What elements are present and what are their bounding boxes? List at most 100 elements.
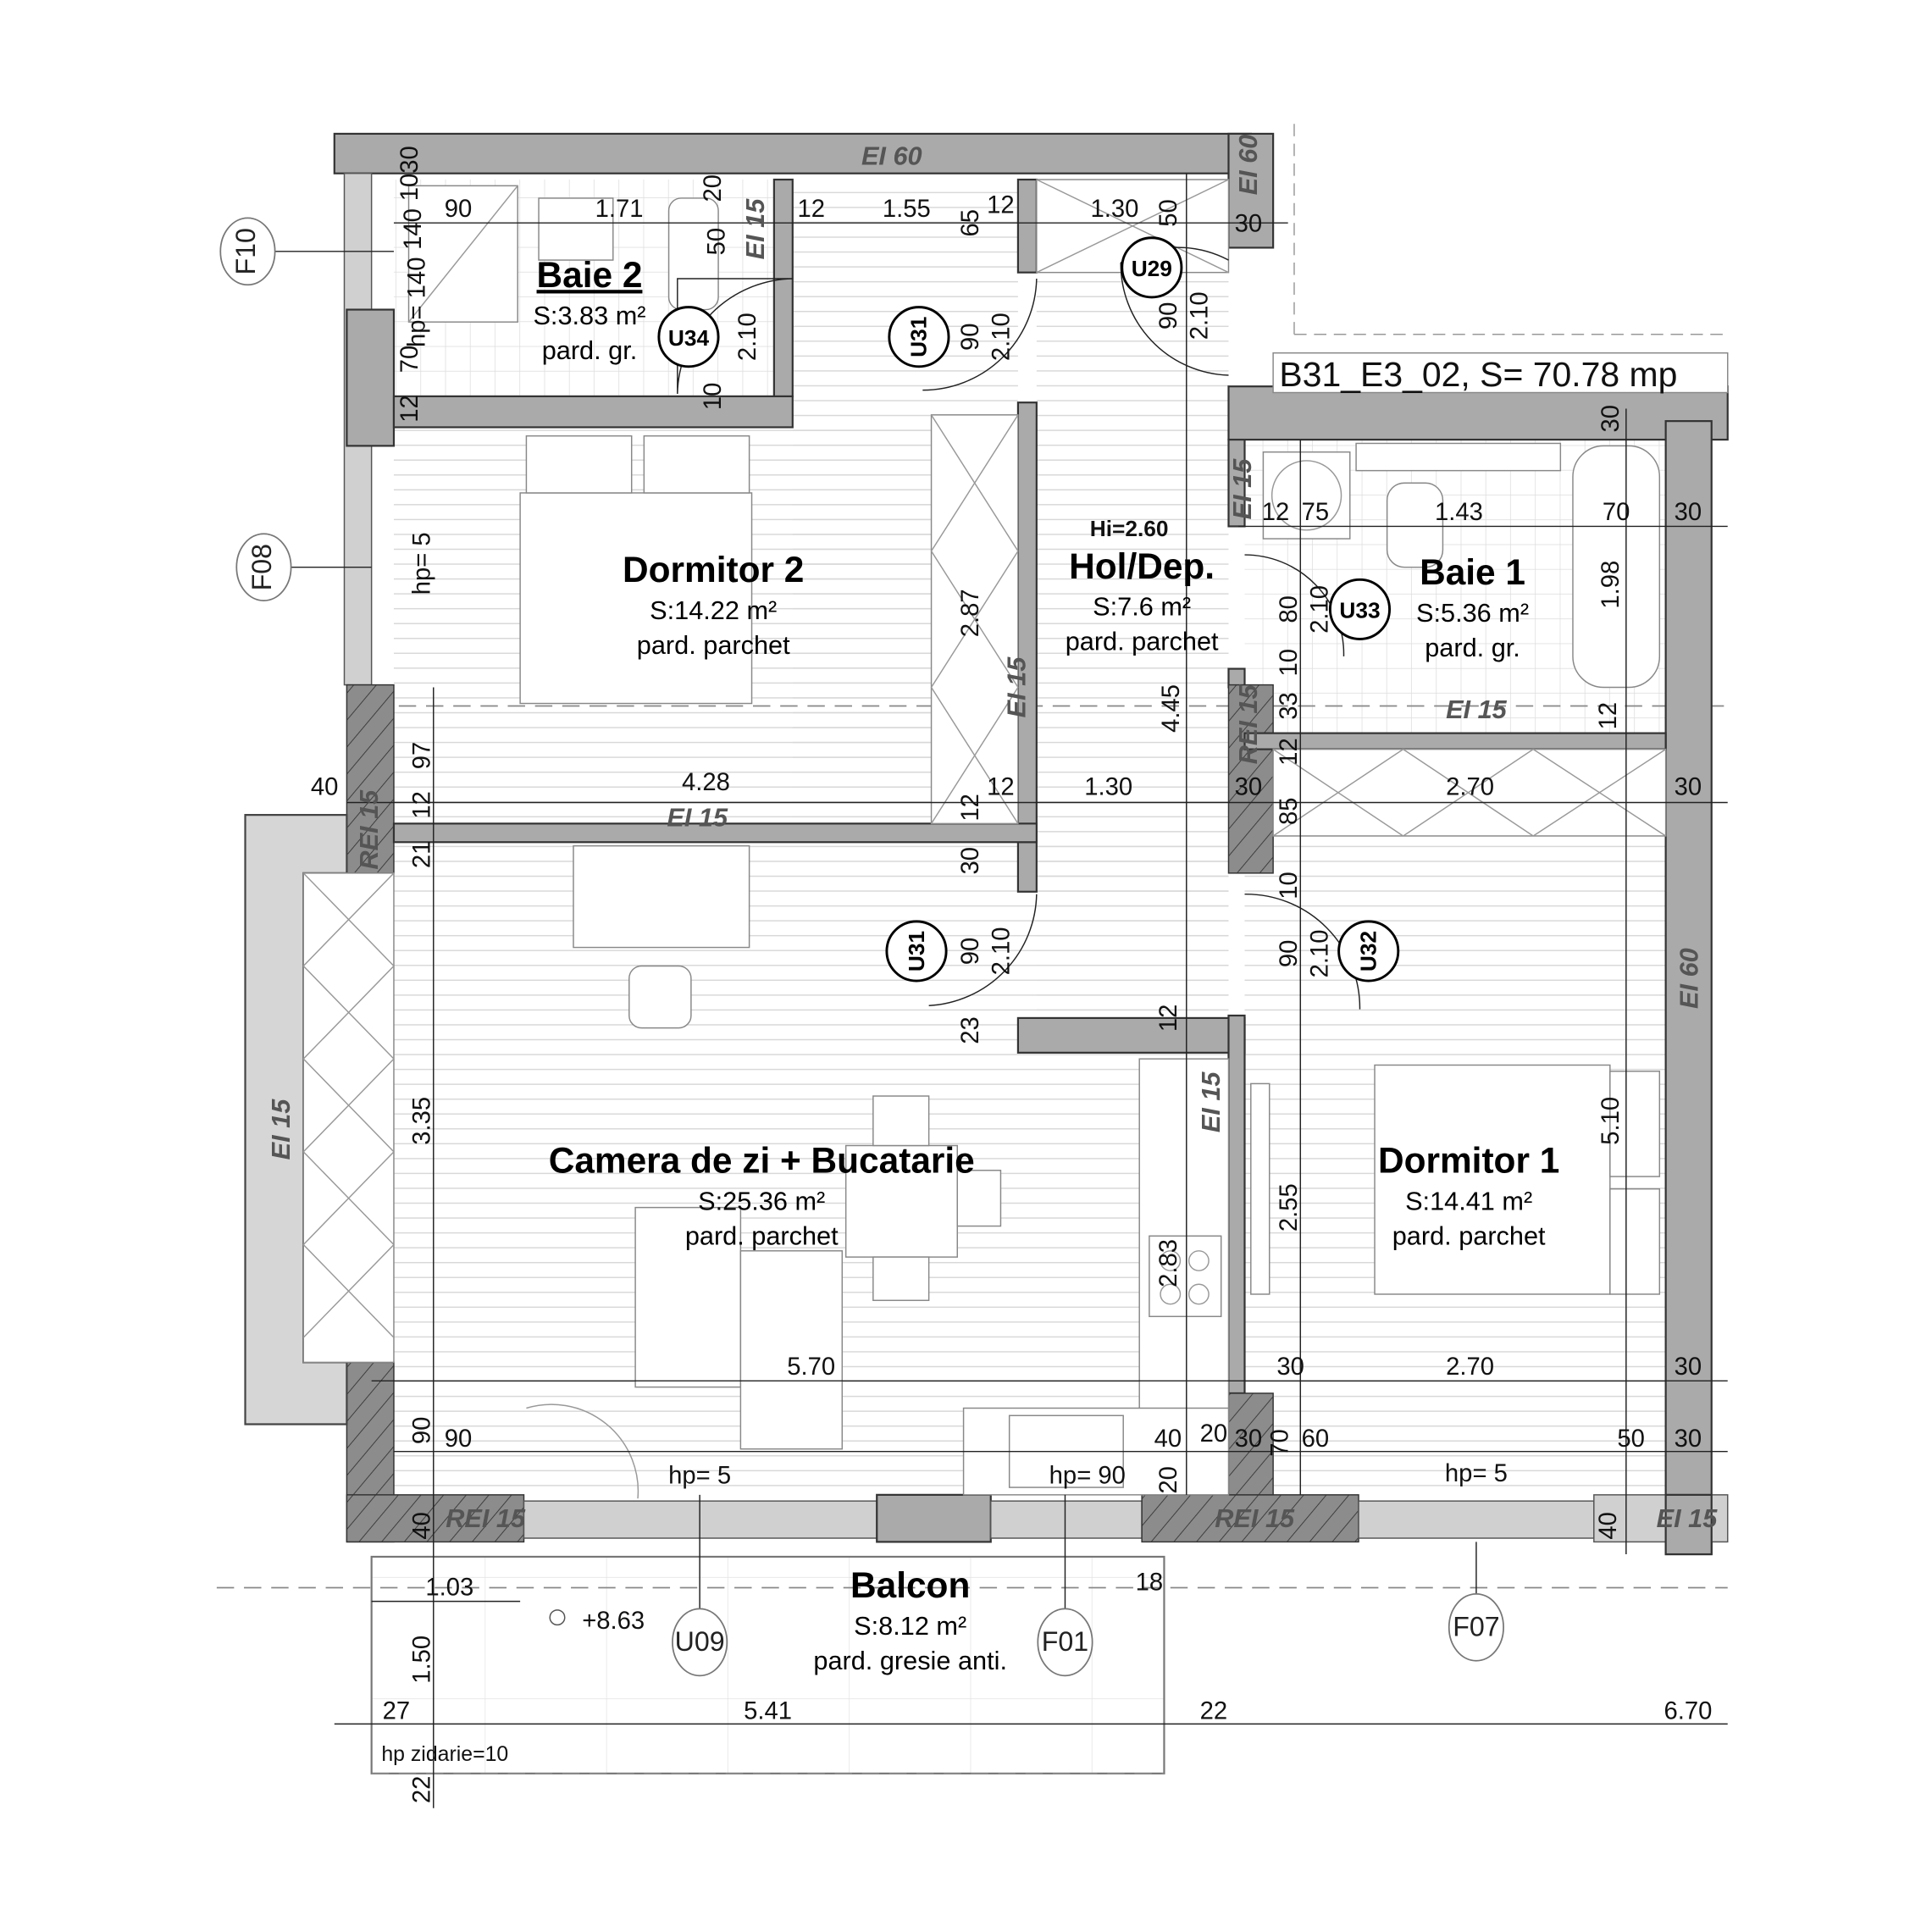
dimension-label: 1.50	[408, 1636, 435, 1684]
dimension-label: 140	[400, 208, 427, 250]
dimension-label: 2.55	[1276, 1183, 1303, 1232]
dining-table	[844, 1144, 958, 1258]
tag-circle	[219, 217, 276, 286]
dimension-label: 2.10	[988, 927, 1016, 976]
wall-baie1-top	[1227, 385, 1729, 441]
dimension-label: 12	[1262, 499, 1290, 526]
dimension-label: 40	[1595, 1512, 1622, 1540]
dimension-label: 1.98	[1597, 561, 1625, 609]
dimension-lines	[274, 173, 1728, 1808]
tag-f07: F07	[1448, 1592, 1504, 1662]
tag-circle	[1448, 1592, 1504, 1662]
dimension-label: 75	[1302, 499, 1330, 526]
dimension-label: 97	[408, 742, 435, 770]
room-hol: Hi=2.60 Hol/Dep. S:7.6 m² pard. parchet	[1066, 516, 1219, 656]
dimension-label: 2.10	[988, 313, 1016, 361]
fire-rating-label: EI 15	[1196, 1071, 1226, 1133]
room-name: Dormitor 2	[623, 550, 804, 590]
tag-label: U31	[906, 317, 932, 357]
wall-left-upper	[346, 308, 396, 447]
dimension-label: 70	[1603, 499, 1630, 526]
dimension-label: 70	[396, 346, 423, 374]
note-label: hp zidarie=10	[381, 1743, 508, 1766]
fire-rating-label: EI 15	[740, 198, 770, 260]
tag-u31: U31	[885, 920, 948, 983]
dimension-label: 90	[1276, 940, 1303, 968]
tag-u32: U32	[1337, 920, 1400, 983]
dimension-label: 90	[445, 1425, 473, 1453]
wall-top-right-pillar	[1227, 132, 1275, 249]
dimension-label: 1.55	[883, 196, 931, 223]
dimension-label: 40	[408, 1512, 435, 1540]
apartment-label-box	[1272, 352, 1729, 394]
room-name: Hol/Dep.	[1069, 546, 1215, 586]
room-area: S:25.36 m²	[698, 1187, 825, 1216]
dimension-label: 12	[396, 395, 423, 423]
bed-dormitor1	[1374, 1064, 1611, 1295]
dimension-label: 2.70	[1446, 1354, 1494, 1381]
fire-rating-label: EI 60	[1233, 135, 1263, 196]
dimension-label: 1.30	[1091, 196, 1139, 223]
wall-bottom-hatched-left	[346, 1494, 525, 1543]
room-floor: pard. parchet	[637, 630, 790, 660]
room-name: Dormitor 1	[1378, 1141, 1559, 1181]
room-area: S:7.6 m²	[1093, 592, 1191, 622]
walls	[244, 132, 1729, 1556]
dimension-label: 2.70	[1446, 774, 1494, 801]
tag-label: U34	[668, 325, 710, 351]
tag-label: F01	[1042, 1626, 1088, 1657]
dimension-label: 1.03	[425, 1574, 473, 1601]
tag-u31: U31	[888, 306, 950, 368]
dimension-label: 60	[1302, 1425, 1330, 1453]
fire-rating-label: EI 15	[1002, 656, 1032, 718]
desk	[573, 844, 750, 949]
fire-rating-label: EI 15	[667, 802, 728, 832]
room-dormitor-2: Dormitor 2 S:14.22 m² pard. parchet	[623, 550, 804, 660]
dimension-label: 12	[1155, 1005, 1182, 1032]
dimension-label: 2.10	[1187, 291, 1214, 340]
dimension-label: 90	[445, 196, 473, 223]
fire-rating-label: EI 15	[266, 1099, 296, 1160]
tag-u33: U33	[1328, 578, 1392, 640]
dimension-label: 22	[408, 1776, 435, 1804]
dimension-label: 22	[1200, 1698, 1228, 1725]
room-height: Hi=2.60	[1090, 516, 1169, 541]
dimension-label: 30	[1675, 774, 1702, 801]
fire-rating-label: EI 15	[1657, 1503, 1719, 1533]
note-label: hp= 90	[1049, 1463, 1126, 1490]
fire-rating-label: REI 15	[354, 789, 384, 870]
dimension-label: 12	[957, 794, 984, 822]
note-label: hp= 140	[404, 257, 431, 347]
dimension-label: 1030	[396, 146, 423, 201]
dimension-label: 20	[1155, 1466, 1182, 1494]
dimension-label: 40	[1154, 1425, 1182, 1453]
bay-window-glazing	[302, 872, 395, 1364]
tag-u29: U29	[1121, 236, 1183, 299]
dimension-label: 30	[1675, 1425, 1702, 1453]
room-floor: pard. parchet	[1066, 627, 1219, 656]
fire-rating-label: EI 60	[1675, 948, 1704, 1009]
dimension-label: 2.83	[1155, 1239, 1182, 1287]
fire-ratings: EI 60 EI 60 EI 15 EI 15 EI 15 EI 15 EI 15 REI 1…	[266, 135, 1718, 1533]
fire-rating-label: EI 15	[1446, 695, 1508, 724]
room-area: S:8.12 m²	[854, 1611, 966, 1641]
dimension-label: 4.45	[1158, 684, 1185, 733]
note-label: hp= 5	[668, 1463, 731, 1490]
chair	[628, 965, 692, 1029]
dimension-label: 65	[957, 209, 984, 237]
dimension-label: 50	[1617, 1425, 1645, 1453]
tag-circle	[1328, 578, 1392, 640]
room-camera-de-zi: Camera de zi + Bucatarie S:25.36 m² pard…	[549, 1141, 975, 1251]
tag-f10: F10	[219, 217, 276, 286]
dimension-label: 80	[1276, 595, 1303, 623]
dimension-label: 30	[1235, 1425, 1263, 1453]
dimension-label: 30	[1675, 499, 1702, 526]
dimension-label: 90	[1155, 302, 1182, 330]
dimension-label: 1.30	[1084, 774, 1132, 801]
wall-top	[333, 132, 1252, 174]
note-label: hp= 5	[408, 532, 435, 595]
